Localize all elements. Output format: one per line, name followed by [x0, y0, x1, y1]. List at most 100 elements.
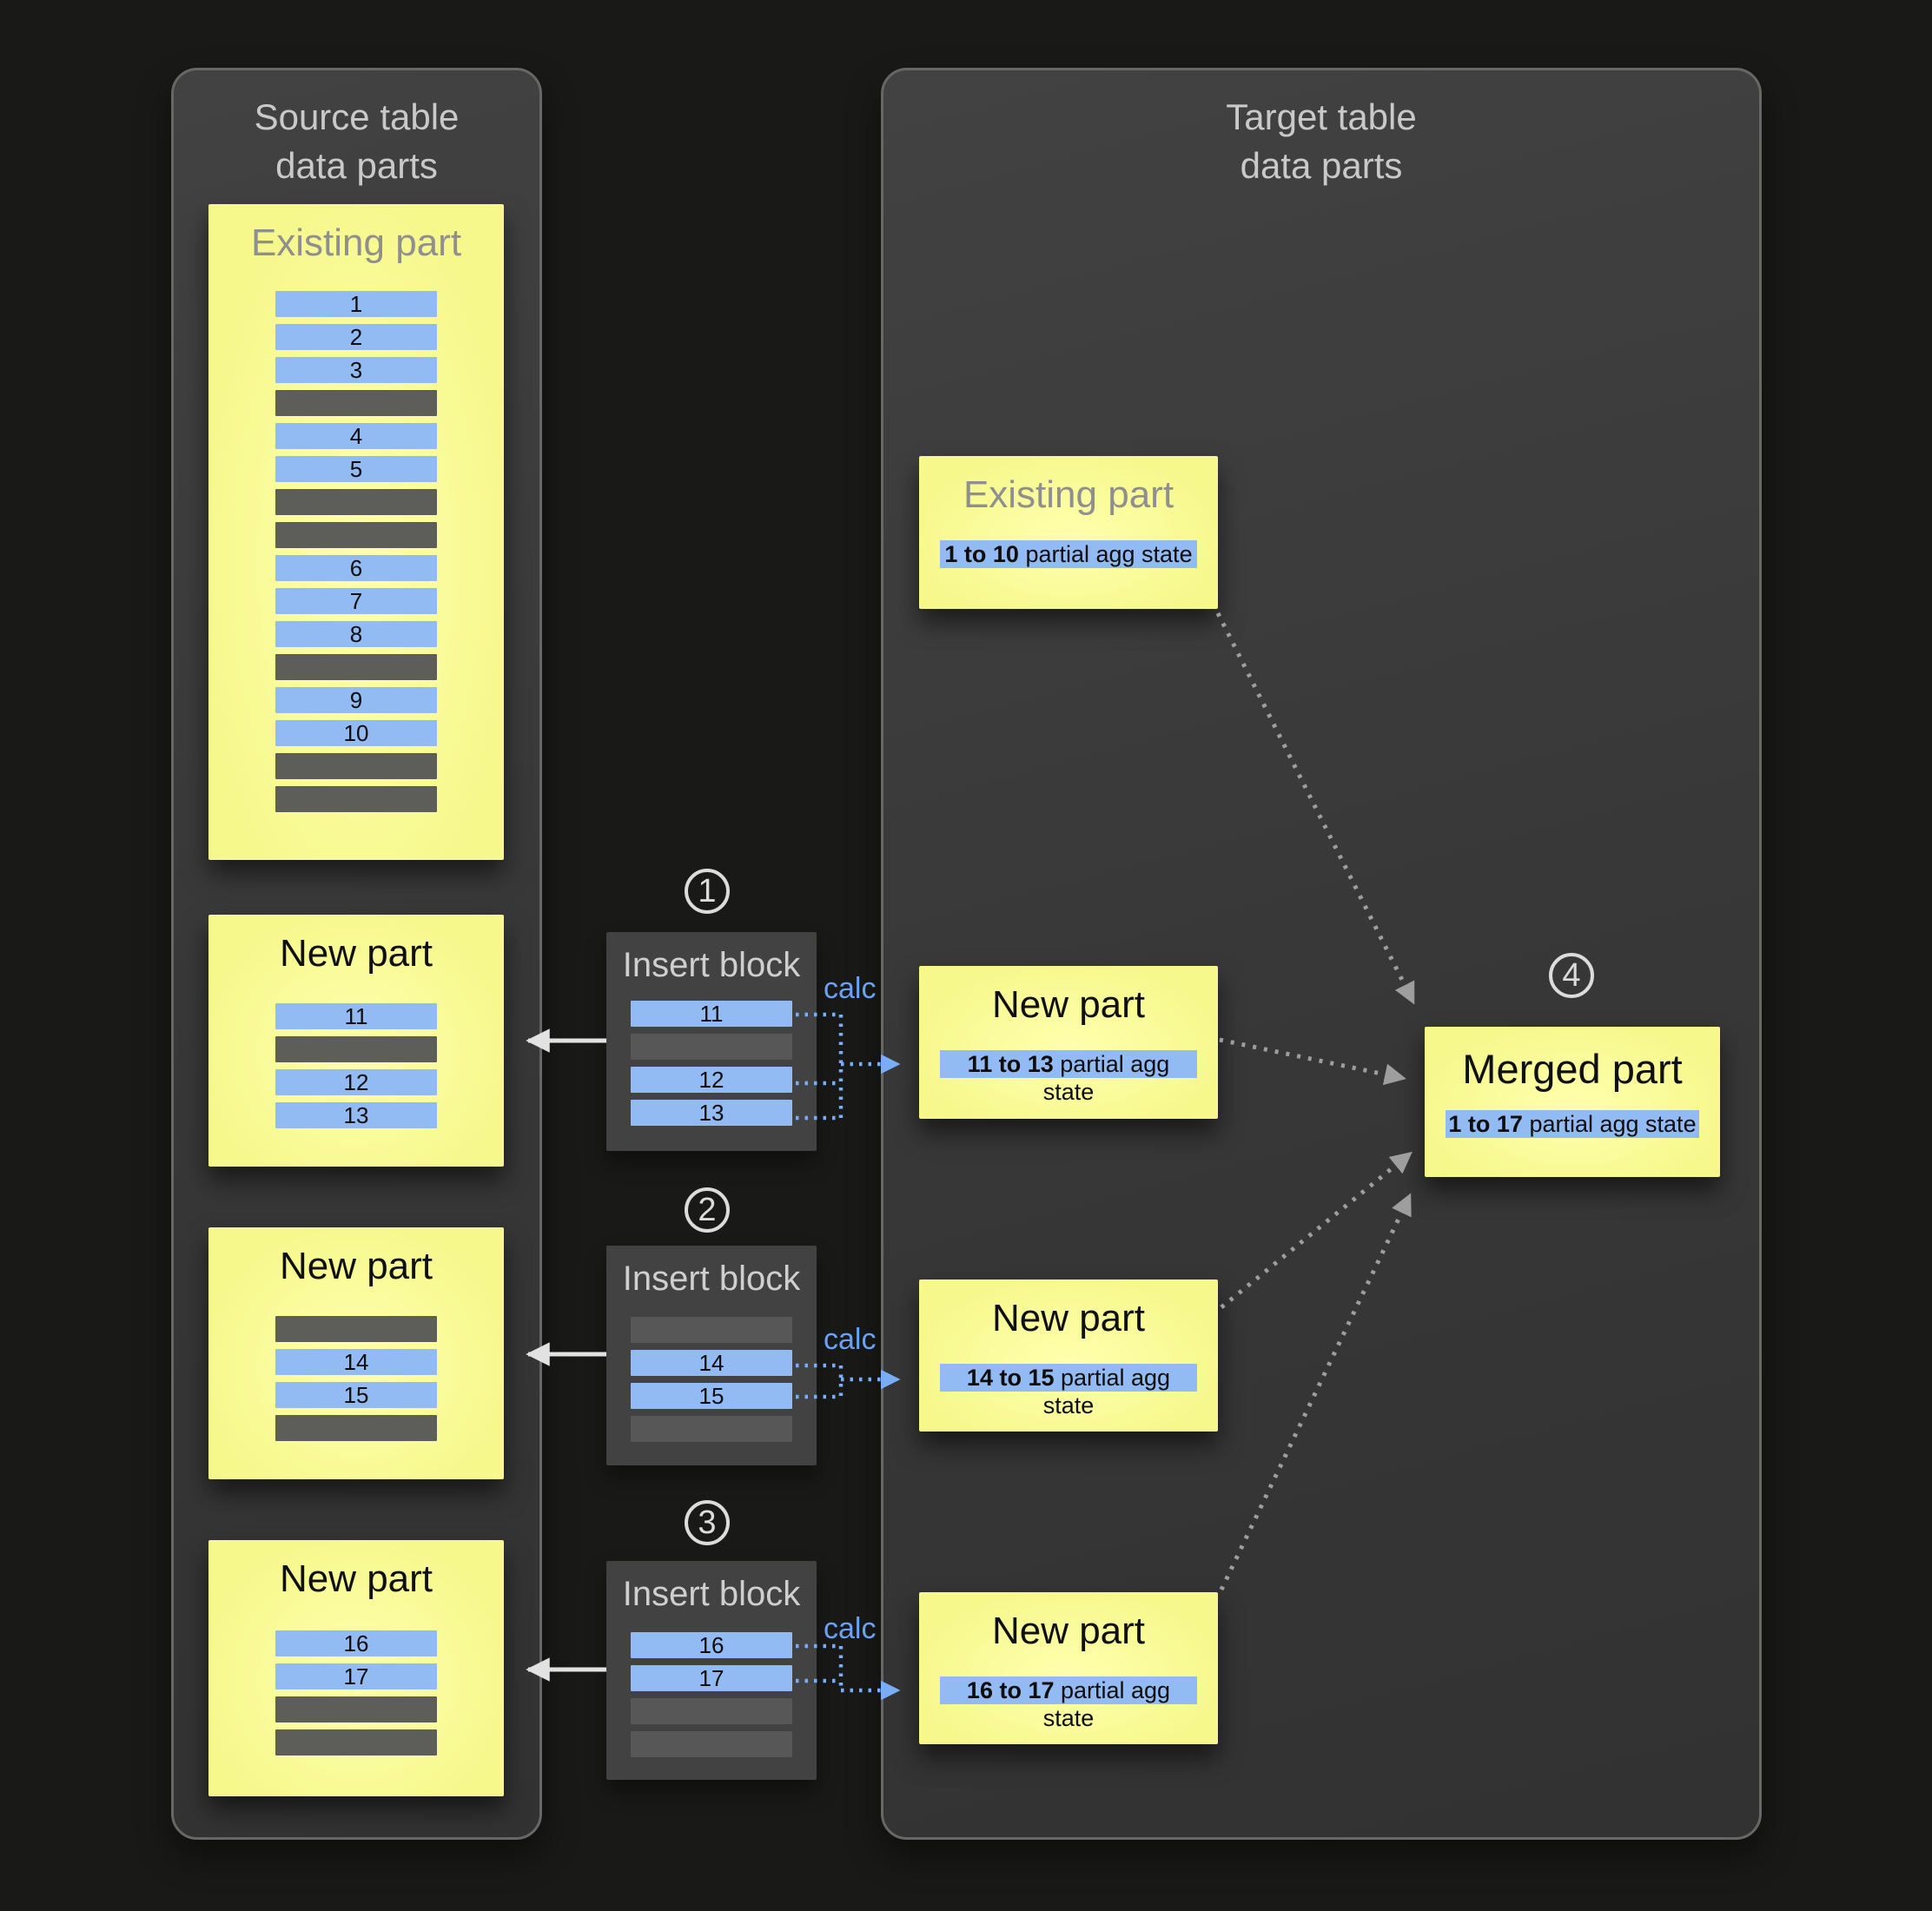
data-row-4: 4 [275, 423, 437, 449]
agg-label: partial agg state [1522, 1111, 1697, 1137]
empty-row [275, 753, 437, 779]
target-new-part-2-agg-state: 14 to 15 partial agg state [940, 1364, 1197, 1418]
empty-row [275, 786, 437, 812]
step-4-badge: 4 [1549, 953, 1594, 998]
target-merged-part: Merged part 1 to 17 partial agg state [1425, 1027, 1720, 1177]
target-existing-agg-state: 1 to 10 partial agg state [940, 540, 1197, 568]
agg-label: partial agg state [1042, 1051, 1170, 1105]
source-existing-part-title: Existing part [250, 222, 462, 264]
empty-row [631, 1034, 792, 1060]
source-new-part-1-title: New part [279, 932, 433, 975]
target-merged-part-title: Merged part [1462, 1046, 1683, 1092]
agg-range: 16 to 17 [966, 1677, 1055, 1703]
target-existing-part-title: Existing part [963, 473, 1174, 516]
source-panel-title-line1: Source table [254, 96, 460, 137]
data-row-17: 17 [631, 1665, 792, 1691]
empty-row [631, 1731, 792, 1757]
target-new-part-3-title: New part [991, 1610, 1146, 1652]
agg-label: partial agg state [1042, 1365, 1171, 1418]
empty-row [275, 1696, 437, 1723]
calc-label-1: calc [824, 972, 877, 1005]
data-row-7: 7 [275, 588, 437, 614]
empty-row [631, 1416, 792, 1442]
insert-block-2-title: Insert block [622, 1260, 801, 1298]
data-row-8: 8 [275, 621, 437, 647]
source-existing-rows: 1 2 3 4 5 6 7 8 9 10 [275, 291, 437, 812]
agg-range: 14 to 15 [966, 1365, 1055, 1391]
agg-label: partial agg state [1018, 541, 1193, 567]
step-1-badge: 1 [685, 869, 730, 914]
target-table-panel: Target table data parts [881, 68, 1762, 1840]
data-row-13: 13 [631, 1100, 792, 1126]
empty-row [631, 1317, 792, 1343]
target-new-part-2-title: New part [991, 1297, 1146, 1339]
data-row-14: 14 [275, 1349, 437, 1375]
target-existing-part: Existing part 1 to 10 partial agg state [919, 456, 1218, 609]
data-row-2: 2 [275, 324, 437, 350]
data-row-3: 3 [275, 357, 437, 383]
empty-row [631, 1698, 792, 1724]
calc-label-3: calc [824, 1612, 877, 1645]
insert-block-1: Insert block 11 12 13 [606, 932, 817, 1151]
data-row-17: 17 [275, 1663, 437, 1689]
step-2-badge: 2 [685, 1187, 730, 1233]
target-panel-title-line1: Target table [1226, 96, 1417, 137]
data-row-13: 13 [275, 1102, 437, 1128]
data-row-11: 11 [275, 1003, 437, 1029]
source-new-part-2-title: New part [279, 1245, 433, 1287]
data-row-11: 11 [631, 1001, 792, 1027]
step-3-badge: 3 [685, 1500, 730, 1545]
data-row-6: 6 [275, 555, 437, 581]
empty-row [275, 1415, 437, 1441]
source-panel-title: Source table data parts [174, 70, 539, 190]
data-row-16: 16 [631, 1632, 792, 1658]
empty-row [275, 390, 437, 416]
insert-block-3-title: Insert block [622, 1575, 801, 1613]
agg-range: 1 to 17 [1448, 1111, 1523, 1137]
target-panel-title: Target table data parts [883, 70, 1759, 190]
data-row-12: 12 [631, 1067, 792, 1093]
insert-block-1-title: Insert block [622, 946, 801, 984]
insert-block-1-rows: 11 12 13 [631, 1001, 792, 1126]
data-row-12: 12 [275, 1069, 437, 1095]
source-panel-title-line2: data parts [275, 145, 438, 186]
data-row-15: 15 [631, 1383, 792, 1409]
agg-label: partial agg state [1042, 1677, 1171, 1731]
agg-range: 11 to 13 [967, 1051, 1054, 1077]
data-row-16: 16 [275, 1630, 437, 1656]
empty-row [275, 1036, 437, 1062]
data-row-5: 5 [275, 456, 437, 482]
target-new-part-1-title: New part [991, 983, 1146, 1026]
source-new-part-1-rows: 11 12 13 [275, 1003, 437, 1128]
data-row-10: 10 [275, 720, 437, 746]
data-row-9: 9 [275, 687, 437, 713]
target-new-part-1-agg-state: 11 to 13 partial agg state [940, 1050, 1197, 1105]
empty-row [275, 522, 437, 548]
data-row-1: 1 [275, 291, 437, 317]
target-new-part-2: New part 14 to 15 partial agg state [919, 1280, 1218, 1432]
data-row-15: 15 [275, 1382, 437, 1408]
data-row-14: 14 [631, 1350, 792, 1376]
target-new-part-3: New part 16 to 17 partial agg state [919, 1592, 1218, 1744]
source-existing-part: Existing part 1 2 3 4 5 6 7 8 9 10 [208, 204, 504, 860]
empty-row [275, 1316, 437, 1342]
empty-row [275, 489, 437, 515]
target-new-part-3-agg-state: 16 to 17 partial agg state [940, 1676, 1197, 1731]
target-panel-title-line2: data parts [1240, 145, 1403, 186]
target-new-part-1: New part 11 to 13 partial agg state [919, 966, 1218, 1119]
source-new-part-3-title: New part [279, 1557, 433, 1600]
calc-label-2: calc [824, 1323, 877, 1356]
target-merged-agg-state: 1 to 17 partial agg state [1446, 1110, 1699, 1138]
source-new-part-1: New part 11 12 13 [208, 915, 504, 1167]
empty-row [275, 654, 437, 680]
empty-row [275, 1729, 437, 1756]
